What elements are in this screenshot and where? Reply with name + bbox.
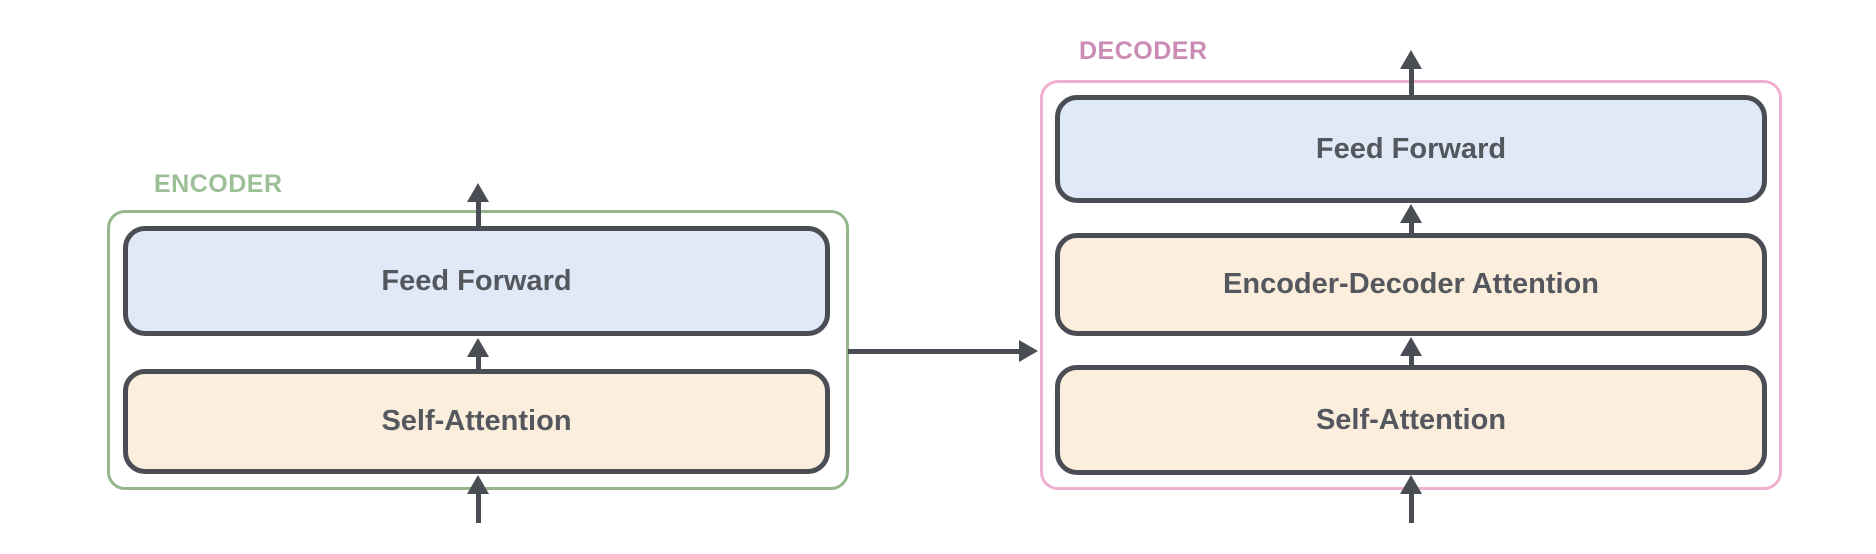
encoder-self-attention-label: Self-Attention [381,405,572,437]
decoder-encoder-decoder-attention-box: Encoder-Decoder Attention [1055,233,1767,336]
decoder-output-arrow-icon [1400,50,1422,98]
encoder-block: Feed Forward Self-Attention [107,210,849,490]
arrowhead [1019,340,1038,362]
arrow-shaft [1408,63,1414,98]
encoder-label: ENCODER [154,170,283,198]
arrow-shaft [1408,488,1414,523]
arrowhead [467,475,489,494]
arrowhead [467,183,489,202]
arrow-shaft [475,351,481,371]
decoder-label: DECODER [1079,37,1208,65]
arrowhead [467,338,489,357]
arrowhead [1400,475,1422,494]
decoder-internal-arrow-1-icon [1400,204,1422,234]
encoder-input-arrow-icon [467,475,489,523]
arrowhead [1400,50,1422,69]
encoder-feed-forward-box: Feed Forward [123,226,830,336]
encoder-internal-arrow-icon [467,338,489,371]
arrow-shaft [475,488,481,523]
encoder-feed-forward-label: Feed Forward [381,264,572,297]
arrow-shaft [848,348,1025,354]
decoder-self-attention-box: Self-Attention [1055,365,1767,475]
arrow-shaft [475,196,481,230]
decoder-block: Feed Forward Encoder-Decoder Attention S… [1040,80,1782,490]
arrowhead [1400,204,1422,223]
arrowhead [1400,337,1422,356]
encoder-self-attention-box: Self-Attention [123,369,830,474]
arrow-shaft [1408,217,1414,234]
decoder-feed-forward-label: Feed Forward [1315,132,1507,165]
decoder-internal-arrow-2-icon [1400,337,1422,366]
decoder-feed-forward-box: Feed Forward [1055,95,1767,203]
decoder-encoder-decoder-attention-label: Encoder-Decoder Attention [1223,268,1599,300]
arrow-shaft [1408,350,1414,366]
encoder-output-arrow-icon [467,183,489,230]
decoder-input-arrow-icon [1400,475,1422,523]
encoder-to-decoder-arrow-icon [848,340,1038,362]
decoder-self-attention-label: Self-Attention [1315,403,1507,436]
